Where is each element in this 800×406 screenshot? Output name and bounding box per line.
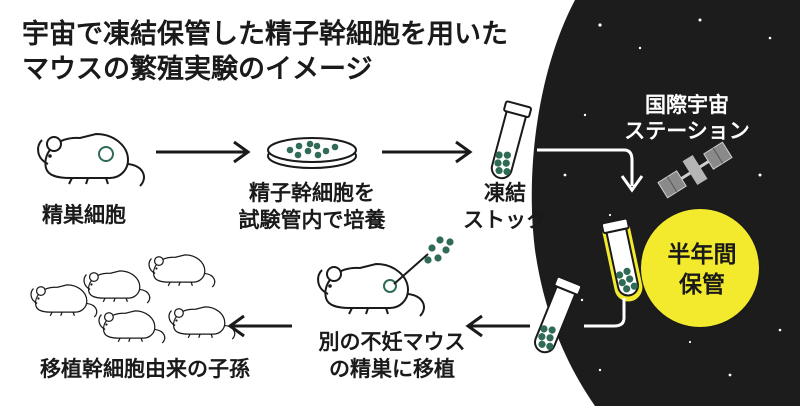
arrow-icon xyxy=(537,148,644,193)
mouse-icon xyxy=(317,263,425,317)
label-offspring: 移植幹細胞由来の子孫 xyxy=(40,357,250,381)
label-culture-line-1: 精子幹細胞を xyxy=(249,181,375,205)
label-storage-line-1: 半年間 xyxy=(668,241,737,268)
mouse-icon xyxy=(98,310,166,344)
title-line-1: 宇宙で凍結保管した精子幹細胞を用いた xyxy=(22,18,508,50)
mouse-icon xyxy=(30,284,98,318)
test-tube-icon xyxy=(600,217,644,302)
petri-dish-icon xyxy=(267,137,357,169)
injection-drops xyxy=(393,236,454,285)
label-testis: 精巣細胞 xyxy=(42,203,126,227)
label-frozen-line-1: 凍結 xyxy=(484,181,526,205)
arrow-icon xyxy=(382,140,473,164)
title-line-2: マウスの繁殖実験のイメージ xyxy=(22,53,372,85)
mouse-icon xyxy=(37,133,145,187)
label-transplant-line-1: 別の不妊マウス xyxy=(319,330,466,354)
iss-label-line-1: 国際宇宙 xyxy=(645,93,729,117)
offspring-mice xyxy=(30,254,236,344)
mouse-icon xyxy=(148,254,216,288)
arrow-icon xyxy=(156,140,251,164)
arrow-icon xyxy=(227,314,292,338)
iss-label-line-2: ステーション xyxy=(624,119,750,143)
space-station-icon xyxy=(657,141,733,199)
test-tube-icon xyxy=(485,100,533,183)
mouse-icon xyxy=(83,270,151,304)
storage-circle xyxy=(639,207,761,329)
mouse-icon xyxy=(168,306,236,340)
label-storage-line-2: 保管 xyxy=(678,271,725,298)
label-transplant-line-2: の精巣に移植 xyxy=(329,357,455,381)
arrow-icon xyxy=(465,314,530,338)
space-background xyxy=(531,0,800,406)
arrow-icon xyxy=(584,298,626,328)
label-frozen-line-2: ストック xyxy=(463,208,547,232)
label-culture-line-2: 試験管内で培養 xyxy=(239,208,387,232)
